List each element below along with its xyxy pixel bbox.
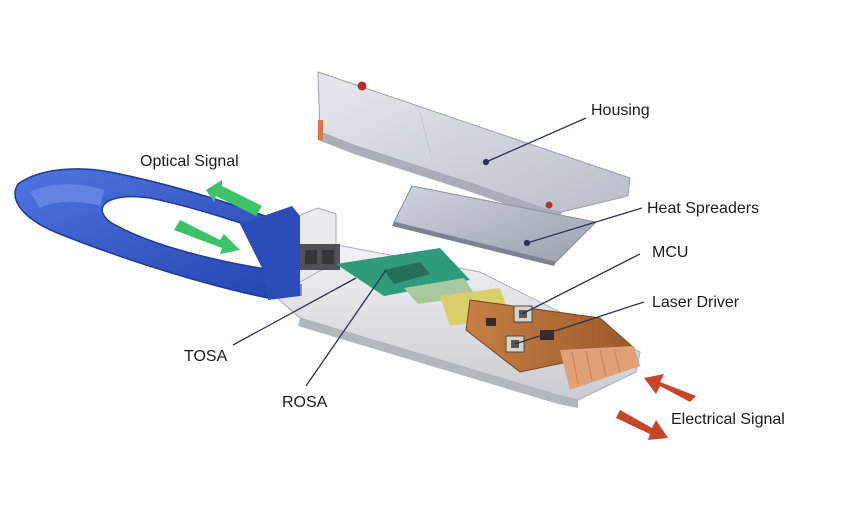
leader-heat-spreaders bbox=[526, 207, 643, 244]
electrical-arrow-in bbox=[644, 374, 696, 402]
leader-laser-driver bbox=[514, 301, 645, 345]
label-housing: Housing bbox=[591, 102, 650, 119]
leader-housing bbox=[485, 117, 587, 163]
housing-lid bbox=[317, 71, 631, 220]
pull-tab bbox=[14, 168, 300, 300]
label-heat-spreaders: Heat Spreaders bbox=[647, 200, 759, 217]
electrical-arrow-out bbox=[616, 410, 668, 440]
label-tosa: TOSA bbox=[184, 348, 228, 365]
label-laser-driver: Laser Driver bbox=[652, 294, 740, 311]
heat-spreader bbox=[392, 185, 598, 266]
optical-arrow-out bbox=[206, 180, 262, 216]
leader-heat-spreaders-dot bbox=[523, 239, 531, 247]
leader-mcu bbox=[521, 253, 641, 315]
leader-lines bbox=[232, 117, 645, 387]
label-rosa: ROSA bbox=[282, 394, 328, 411]
module-body bbox=[267, 207, 641, 408]
leader-tosa bbox=[232, 277, 357, 346]
leader-housing-dot bbox=[482, 158, 490, 166]
label-electrical-signal: Electrical Signal bbox=[671, 411, 785, 428]
optical-arrow-in bbox=[174, 220, 240, 254]
label-optical-signal: Optical Signal bbox=[140, 153, 239, 170]
leader-rosa bbox=[305, 269, 387, 387]
label-mcu: MCU bbox=[652, 244, 688, 261]
